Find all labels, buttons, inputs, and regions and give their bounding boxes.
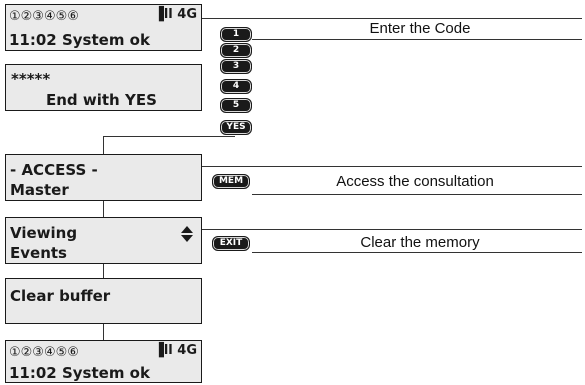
lcd-screen-home: ①②③④⑤⑥ ▐ll 4G 11:02 System ok — [5, 4, 202, 51]
connector-line — [103, 324, 104, 340]
caption-divider — [252, 194, 582, 195]
code-instruction: End with YES — [46, 91, 157, 109]
caption-divider — [252, 39, 582, 40]
caption-clear-memory: Clear the memory — [360, 234, 480, 251]
key-1-button[interactable]: 1 — [220, 27, 252, 42]
lcd-screen-clear: Clear buffer — [5, 278, 202, 324]
caption-divider — [202, 166, 582, 167]
code-mask: ***** — [11, 70, 51, 88]
exit-key-button[interactable]: EXIT — [212, 236, 250, 251]
lcd-screen-home-final: ①②③④⑤⑥ ▐ll 4G 11:02 System ok — [5, 340, 202, 383]
connector-line — [103, 264, 104, 278]
signal-4g-icon: ▐ll 4G — [153, 7, 197, 22]
zone-indicators: ①②③④⑤⑥ — [9, 9, 79, 24]
lcd-screen-viewing: Viewing Events — [5, 217, 202, 264]
key-3-button[interactable]: 3 — [220, 59, 252, 74]
lcd-screen-access: - ACCESS - Master — [5, 154, 202, 201]
caption-divider — [252, 252, 582, 253]
zone-indicators: ①②③④⑤⑥ — [9, 345, 79, 360]
mem-key-button[interactable]: MEM — [212, 174, 250, 189]
lcd-screen-code: ***** End with YES — [5, 64, 202, 111]
viewing-subtitle: Events — [10, 244, 67, 262]
caption-access-consultation: Access the consultation — [336, 173, 494, 190]
viewing-title: Viewing — [10, 224, 78, 242]
access-user: Master — [10, 181, 69, 199]
caption-divider — [202, 18, 582, 19]
status-line: 11:02 System ok — [9, 31, 150, 49]
connector-line — [103, 136, 235, 137]
up-down-arrows-icon — [181, 226, 193, 242]
key-4-button[interactable]: 4 — [220, 79, 252, 94]
key-5-button[interactable]: 5 — [220, 98, 252, 113]
access-title: - ACCESS - — [10, 161, 98, 179]
status-line: 11:02 System ok — [9, 364, 150, 382]
caption-divider — [202, 229, 582, 230]
caption-enter-code: Enter the Code — [369, 20, 471, 37]
key-2-button[interactable]: 2 — [220, 43, 252, 58]
connector-line — [103, 136, 104, 154]
clear-title: Clear buffer — [10, 287, 111, 305]
signal-4g-icon: ▐ll 4G — [153, 343, 197, 358]
connector-line — [103, 201, 104, 217]
yes-key-button[interactable]: YES — [220, 120, 252, 135]
